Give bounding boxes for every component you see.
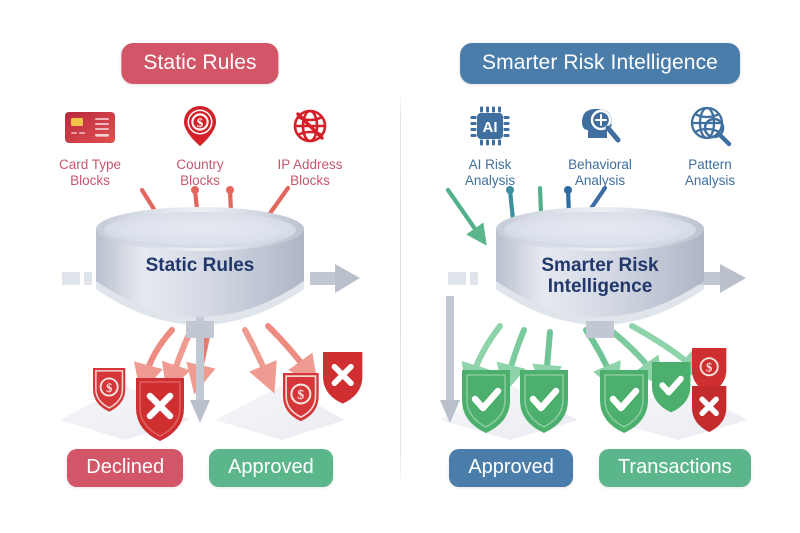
input-ip-address-blocks: IP Address Blocks bbox=[264, 103, 356, 190]
credit-card-blocked-icon bbox=[62, 103, 118, 149]
input-label: AI Risk Analysis bbox=[464, 157, 516, 189]
outcome-pills-right: Approved Transactions bbox=[400, 449, 800, 487]
outcome-pill-approved: Approved bbox=[449, 449, 573, 487]
panel-static-rules: Static Rules bbox=[0, 43, 400, 487]
shield-check-green bbox=[600, 370, 648, 433]
shield-check-green bbox=[520, 370, 568, 433]
input-behavioral-analysis: Behavioral Analysis bbox=[554, 103, 646, 190]
shield-cross-red bbox=[136, 378, 184, 441]
shield-check-green bbox=[462, 370, 510, 433]
panel-smarter-risk-intelligence: Smarter Risk Intelligence bbox=[400, 0, 800, 533]
input-label: Behavioral Analysis bbox=[568, 157, 632, 189]
svg-text:$: $ bbox=[106, 381, 112, 395]
header-pill-smarter-risk-intelligence: Smarter Risk Intelligence bbox=[460, 43, 740, 84]
input-country-blocks: $ Country Blocks bbox=[154, 103, 246, 190]
outcome-pill-approved: Approved bbox=[209, 449, 333, 487]
funnel-static-rules: Static Rules bbox=[90, 203, 310, 338]
shield-dollar-red: $ bbox=[692, 348, 727, 395]
input-ai-risk-analysis: AI AI Risk Analysis bbox=[444, 103, 536, 190]
input-icon-row-right: AI AI Risk Analysis bbox=[400, 103, 800, 190]
funnel-smarter-risk-intelligence: Smarter Risk Intelligence bbox=[490, 203, 710, 338]
shield-check-green bbox=[652, 362, 691, 413]
outcome-pills-left: Declined Approved bbox=[0, 449, 400, 487]
shield-cross-red bbox=[323, 352, 363, 404]
svg-text:AI: AI bbox=[483, 119, 498, 136]
funnel-side-arrow-left bbox=[310, 264, 360, 293]
input-label: IP Address Blocks bbox=[277, 157, 343, 189]
head-magnifier-icon bbox=[576, 103, 624, 149]
ai-chip-icon: AI bbox=[467, 103, 513, 149]
input-label: Card Type Blocks bbox=[58, 157, 122, 189]
input-card-type-blocks: Card Type Blocks bbox=[44, 103, 136, 190]
input-label: Pattern Analysis bbox=[684, 157, 736, 189]
input-label: Country Blocks bbox=[176, 157, 224, 189]
center-down-arrow bbox=[440, 296, 460, 423]
outcome-pill-declined: Declined bbox=[67, 449, 184, 487]
panel-divider bbox=[400, 88, 401, 488]
svg-text:$: $ bbox=[706, 360, 712, 374]
globe-blocked-icon bbox=[288, 103, 332, 149]
outcome-pill-transactions: Transactions bbox=[598, 449, 751, 487]
svg-text:$: $ bbox=[197, 115, 204, 130]
svg-text:$: $ bbox=[297, 387, 304, 402]
shield-dollar-red: $ bbox=[283, 373, 319, 422]
input-icon-row-left: Card Type Blocks $ Country Blocks bbox=[0, 103, 400, 190]
funnel-side-stub-right bbox=[448, 272, 478, 285]
input-pattern-analysis: Pattern Analysis bbox=[664, 103, 756, 190]
header-pill-static-rules: Static Rules bbox=[121, 43, 279, 84]
location-pin-dollar-blocked-icon: $ bbox=[179, 103, 221, 149]
funnel-side-stub-left bbox=[62, 272, 92, 285]
shield-dollar-red: $ bbox=[93, 368, 126, 412]
shield-cross-red bbox=[692, 386, 727, 433]
globe-magnifier-icon bbox=[686, 103, 734, 149]
